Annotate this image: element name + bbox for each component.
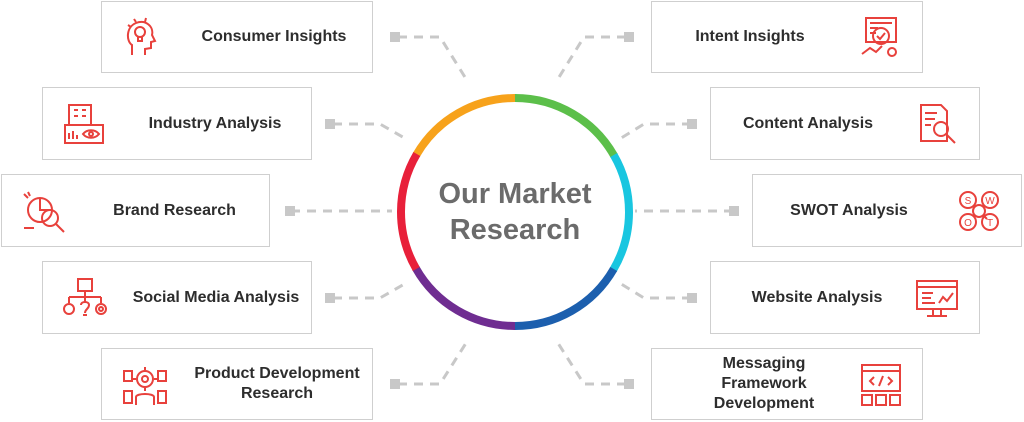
svg-text:W: W bbox=[985, 196, 995, 207]
monitor-chart-icon bbox=[916, 279, 958, 317]
card-content-analysis: Content Analysis bbox=[710, 87, 980, 160]
center-title: Our Market Research bbox=[395, 92, 635, 332]
ring-segment bbox=[412, 266, 516, 330]
connector-node bbox=[325, 119, 335, 129]
connector-node bbox=[390, 32, 400, 42]
center-ring bbox=[397, 94, 633, 330]
card-website-analysis: Website Analysis bbox=[710, 261, 980, 334]
card-label: Consumer Insights bbox=[201, 28, 347, 45]
card-label: Brand Research bbox=[113, 201, 236, 219]
ring-segment bbox=[412, 94, 517, 158]
card-label: Social Media Analysis bbox=[132, 288, 300, 306]
swot-circles-icon: S W O T bbox=[959, 190, 999, 231]
magnifier-chart-icon bbox=[23, 191, 65, 233]
document-search-icon bbox=[920, 103, 956, 144]
center-title-line1: Our Market bbox=[438, 178, 592, 210]
connector-node bbox=[285, 206, 295, 216]
connector-node bbox=[624, 379, 634, 389]
building-eye-icon bbox=[64, 103, 104, 144]
ring-segment bbox=[514, 94, 618, 158]
connector-node bbox=[325, 293, 335, 303]
hierarchy-network-icon bbox=[63, 277, 107, 316]
connector-node bbox=[687, 293, 697, 303]
head-bulb-icon bbox=[126, 17, 157, 55]
card-label: Industry Analysis bbox=[148, 114, 282, 132]
ring-segment bbox=[609, 153, 633, 273]
card-intent-insights: Intent Insights bbox=[651, 1, 923, 73]
card-label: Product Development Research bbox=[194, 365, 360, 402]
connector-node bbox=[624, 32, 634, 42]
card-product-development-research: Product Development Research bbox=[101, 348, 373, 420]
svg-text:S: S bbox=[965, 196, 972, 207]
connector-node bbox=[687, 119, 697, 129]
ring-segment bbox=[397, 151, 421, 271]
card-consumer-insights: Consumer Insights bbox=[101, 1, 373, 73]
ring-segment bbox=[513, 266, 618, 330]
connector-node bbox=[729, 206, 739, 216]
card-label: Messaging Framework Development bbox=[713, 355, 815, 412]
card-label: Content Analysis bbox=[742, 114, 874, 132]
card-label: Website Analysis bbox=[751, 288, 883, 306]
gear-person-icon bbox=[123, 367, 167, 405]
center-title-line2: Research bbox=[449, 214, 581, 246]
code-window-icon bbox=[861, 364, 901, 406]
card-label: SWOT Analysis bbox=[790, 201, 908, 219]
svg-text:T: T bbox=[987, 218, 993, 229]
card-brand-research: Brand Research bbox=[1, 174, 270, 247]
card-social-media-analysis: Social Media Analysis bbox=[42, 261, 312, 334]
card-swot-analysis: SWOT Analysis S W O T bbox=[752, 174, 1022, 247]
card-messaging-framework-development: Messaging Framework Development bbox=[651, 348, 923, 420]
card-industry-analysis: Industry Analysis bbox=[42, 87, 312, 160]
card-label: Intent Insights bbox=[695, 28, 805, 45]
connector-node bbox=[390, 379, 400, 389]
document-check-icon bbox=[861, 17, 897, 57]
svg-text:O: O bbox=[964, 218, 972, 229]
